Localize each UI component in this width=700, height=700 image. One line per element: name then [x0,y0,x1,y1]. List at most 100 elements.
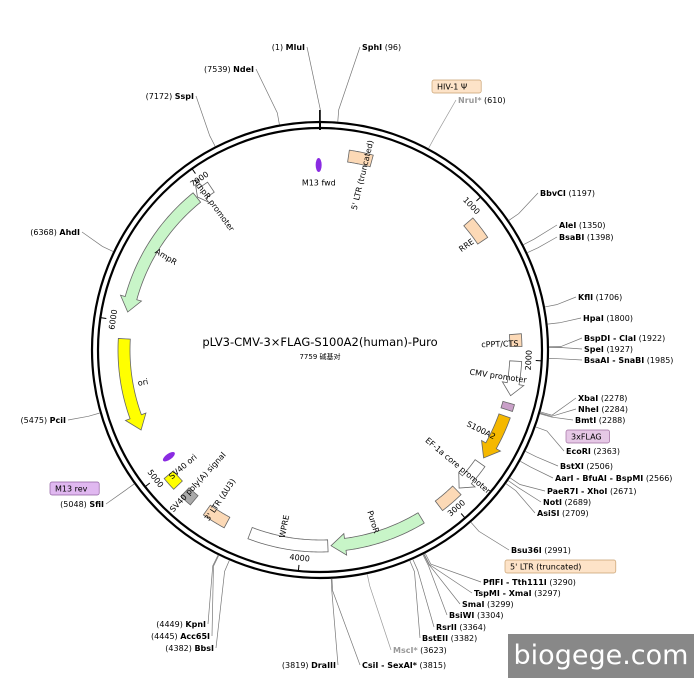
backbone-ring [90,120,550,580]
site-leader [105,483,135,505]
site-position: (2566) [646,474,673,483]
site-leader [508,192,539,221]
site-msci: MscI* (3623) [393,646,447,655]
feature-label-ori: ori [137,377,149,388]
site-leader [337,46,361,122]
site-nrui: NruI* (610) [458,96,506,105]
site-name: PciI [50,416,66,425]
site-name: RsrII [436,623,457,632]
site-name: NdeI [233,65,254,74]
site-name: HpaI [583,314,604,323]
site-leader [470,522,510,551]
feature-cmv-promoter [501,360,525,397]
site-kfli: KflI (1706) [578,293,622,302]
site-bmti: BmtI (2288) [575,416,625,425]
feature-label-ampr: AmpR [153,247,178,267]
feature-label-wpre: WPRE [278,514,291,539]
site-kpni: (4449) KpnI [156,620,206,629]
site-name: SmaI [462,600,484,609]
feature-label-s100a2: S100A2 [465,419,497,441]
site-leader [423,554,461,605]
site-spei: SpeI (1927) [584,345,633,354]
site-sphi: SphI (96) [362,43,401,52]
site-position: (2363) [593,447,620,456]
site-name: MluI [286,43,305,52]
site-position: (5475) [21,416,48,425]
site-position: (2288) [599,416,626,425]
hiv-1-psi-tag-label: HIV-1 Ψ [437,83,467,92]
site-position: (2689) [565,498,592,507]
site-leader [535,426,565,452]
site-position: (7172) [146,92,173,101]
tick-mark [297,564,300,571]
site-leader [540,397,577,416]
site-bstxi: BstXI (2506) [560,462,613,471]
feature-sv40-poly-a-signal [180,487,199,506]
feature-3-ltr-u3 [202,504,231,529]
site-leader [539,413,574,421]
site-position: (2278) [601,394,628,403]
site-position: (1) [272,43,283,52]
site-leader [423,553,473,594]
site-position: (1985) [647,356,674,365]
site-position: (2671) [610,487,637,496]
primers: M13 fwd [162,158,336,462]
site-position: (96) [385,43,401,52]
site-bsu36i: Bsu36I (2991) [511,546,571,555]
site-leader [207,554,219,625]
feature-5-ltr-truncated [347,149,374,168]
site-leader [331,578,361,666]
site-ahdi: (6368) AhdI [30,228,80,237]
site-leader [306,46,321,122]
site-csii-sexai: CsiI - SexAI* (3815) [362,661,446,670]
site-aari-bfuai-bspmi: AarI - BfuAI - BspMI (2566) [555,474,672,483]
site-name: BstXI [560,462,584,471]
site-ndei: (7539) NdeI [204,65,254,74]
site-leader [195,95,216,147]
site-alei: AleI (1350) [559,221,606,230]
feature-label-ampr-promoter: AmpR promoter [191,177,236,234]
site-bbvci: BbvCI (1197) [540,189,595,198]
site-leader [67,412,100,421]
site-bspdi-clai: BspDI - ClaI (1922) [584,334,665,343]
site-name: SfiI [89,500,104,509]
site-name: SpeI [584,345,604,354]
site-mlui: (1) MluI [272,43,305,52]
feature-cppt-cts [508,333,523,348]
site-name: NruI* [458,96,482,105]
site-name: BbsI [194,644,214,653]
tick-mark [476,196,482,202]
restriction-sites: (1) MluI SphI (96) NruI* (610) BbvCI (1197)… [21,43,674,670]
site-position: (2506) [586,462,613,471]
site-position: (3364) [459,623,486,632]
site-position: (4382) [165,644,192,653]
site-leader [505,483,536,514]
tick-label: 4000 [289,553,310,564]
site-leader [525,451,559,467]
site-leader [540,408,577,417]
site-leader [548,337,583,348]
site-xbai: XbaI (2278) [578,394,627,403]
feature-ampr [119,192,202,313]
m13-rev-tag-box [49,481,100,496]
site-name: KflI [578,293,593,302]
5-ltr-truncated-tag-box [504,559,617,574]
site-name: BbvCI [540,189,566,198]
site-name: DraIII [311,661,336,670]
site-leader [81,231,114,252]
site-noti: NotI (2689) [543,498,591,507]
site-position: (1927) [606,345,633,354]
site-bsaai-snabi: BsaAI - SnaBI (1985) [584,356,673,365]
site-leader [412,559,435,628]
site-bsteii: BstEII (3382) [422,634,477,643]
primer-m13-fwd-marker [315,158,322,173]
site-position: (2709) [562,509,589,518]
site-name: NheI [578,405,599,414]
feature-label-5-ltr-truncated: 5' LTR (truncated) [350,139,376,211]
site-position: (1350) [579,221,606,230]
site-tspmi-xmai: TspMI - XmaI (3297) [474,589,561,598]
site-name: NotI [543,498,562,507]
site-position: (3382) [451,634,478,643]
site-position: (2284) [601,405,628,414]
